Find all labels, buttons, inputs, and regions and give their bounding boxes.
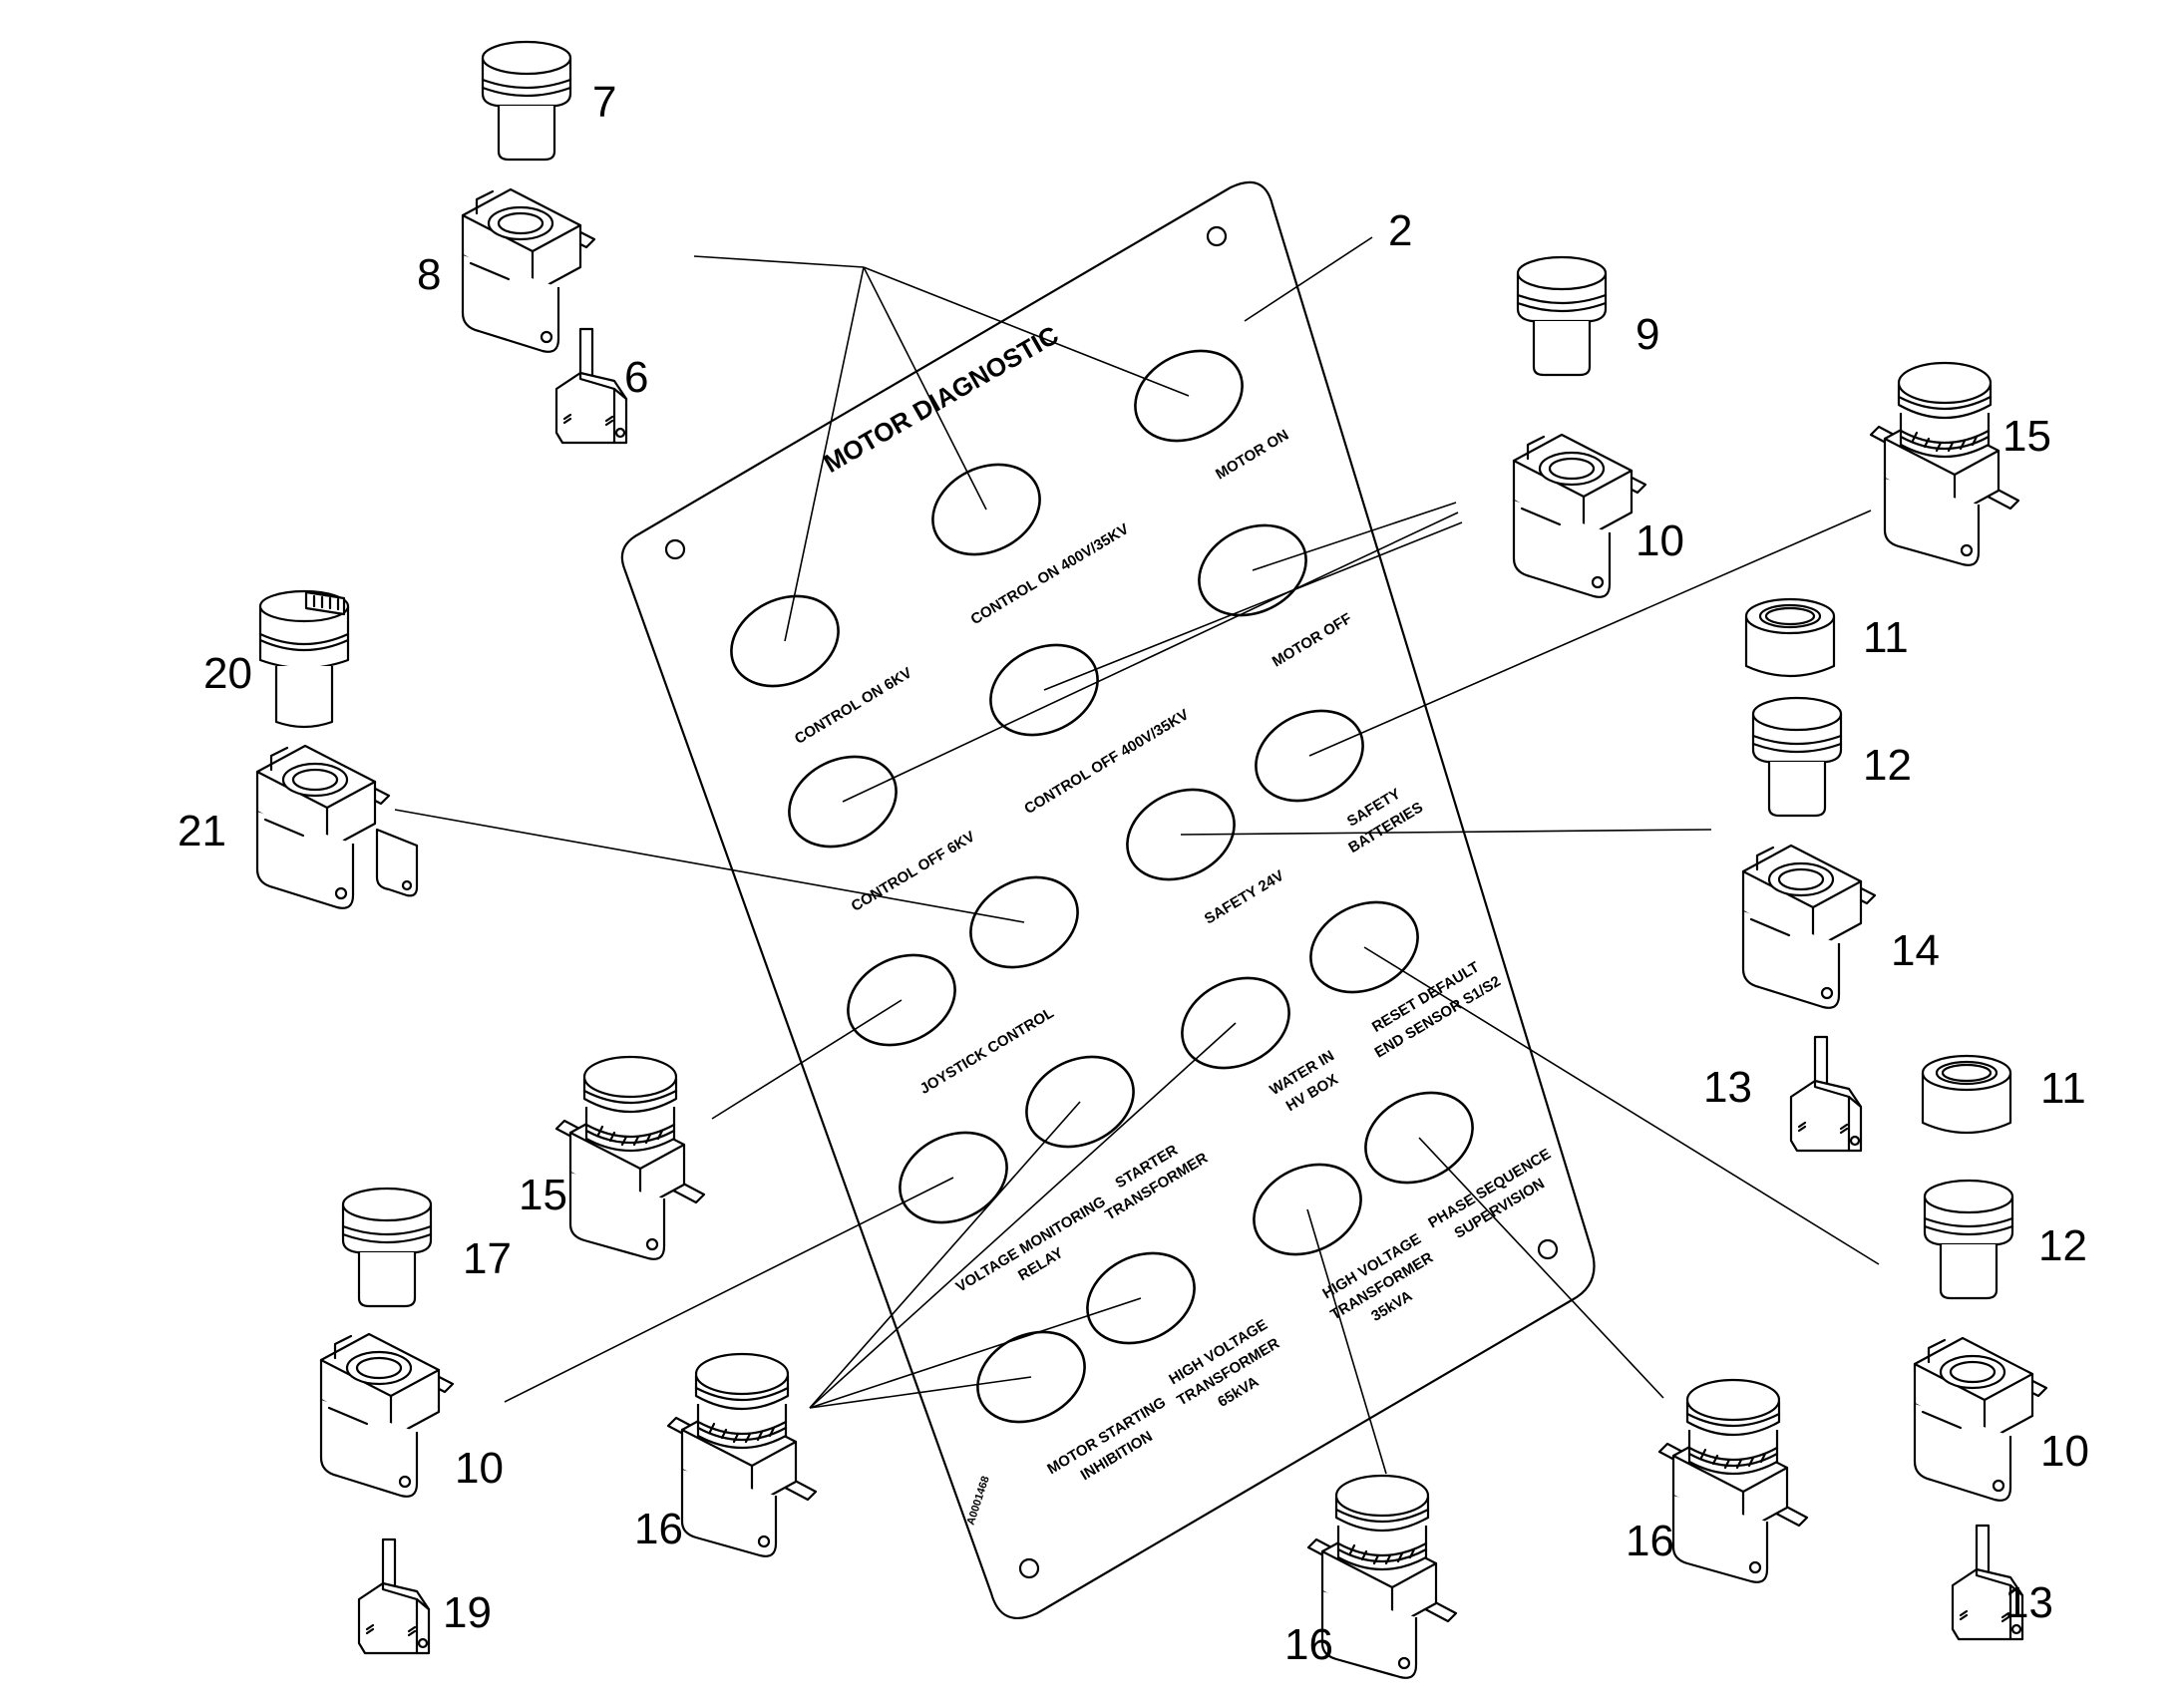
- part-13-contact-block: [1789, 1035, 1863, 1153]
- mounting-hole: [1018, 1557, 1040, 1579]
- callout-10: 10: [455, 1444, 504, 1493]
- part-11-ring: [1921, 1054, 2012, 1135]
- part-15-assembly: [554, 1055, 706, 1260]
- callout-7: 7: [592, 78, 616, 127]
- part-11-ring: [1744, 597, 1836, 678]
- callout-15: 15: [519, 1171, 567, 1219]
- part-16-assembly: [666, 1352, 818, 1557]
- callout-16: 16: [1284, 1620, 1333, 1669]
- callout-13: 13: [1703, 1063, 1752, 1112]
- callout-15: 15: [2002, 412, 2051, 461]
- mounting-hole: [1206, 225, 1228, 247]
- callout-16: 16: [1626, 1517, 1674, 1565]
- callout-13: 13: [2004, 1578, 2053, 1627]
- part-14-adapter: [1741, 844, 1877, 1009]
- part-20-selector-knob: [258, 589, 350, 729]
- leader-lines: [394, 236, 1880, 1475]
- callout-21: 21: [178, 807, 226, 855]
- part-16-assembly: [1657, 1378, 1809, 1583]
- diagnostic-panel: MOTOR DIAGNOSTIC MOTOR ON CONTROL ON 400…: [620, 180, 1596, 1619]
- part-12-cap: [1751, 696, 1843, 818]
- callout-12: 12: [2038, 1221, 2087, 1270]
- part-15-assembly: [1869, 361, 2020, 566]
- part-9-cap: [1516, 255, 1608, 377]
- callout-20: 20: [203, 649, 252, 698]
- part-10-adapter: [319, 1332, 455, 1498]
- callout-12: 12: [1863, 741, 1912, 790]
- part-8-adapter: [461, 187, 596, 353]
- callout-10: 10: [2040, 1427, 2089, 1476]
- mounting-hole: [1537, 1238, 1559, 1260]
- part-6-contact-block: [554, 327, 628, 445]
- part-12-cap: [1923, 1179, 2014, 1300]
- callout-numbers: 2 6 7 8 9 10 15 11 12 14 13 11 12 10 13 …: [178, 78, 2089, 1669]
- callout-14: 14: [1891, 926, 1940, 975]
- callout-11: 11: [1863, 613, 1909, 662]
- callout-16: 16: [634, 1505, 683, 1553]
- part-10-adapter: [1512, 433, 1647, 598]
- callout-19: 19: [443, 1588, 492, 1637]
- callout-2: 2: [1388, 206, 1412, 255]
- mounting-hole: [664, 538, 686, 560]
- callout-9: 9: [1635, 310, 1659, 359]
- part-19-contact-block: [357, 1537, 431, 1655]
- callout-17: 17: [463, 1234, 512, 1283]
- callout-10: 10: [1635, 516, 1684, 565]
- part-17-cap: [341, 1187, 433, 1308]
- callout-6: 6: [624, 353, 648, 402]
- part-7-cap: [481, 40, 572, 162]
- part-10-adapter: [1913, 1336, 2048, 1502]
- part-21-adapter: [257, 746, 417, 908]
- callout-8: 8: [417, 250, 441, 299]
- callout-11: 11: [2040, 1064, 2086, 1113]
